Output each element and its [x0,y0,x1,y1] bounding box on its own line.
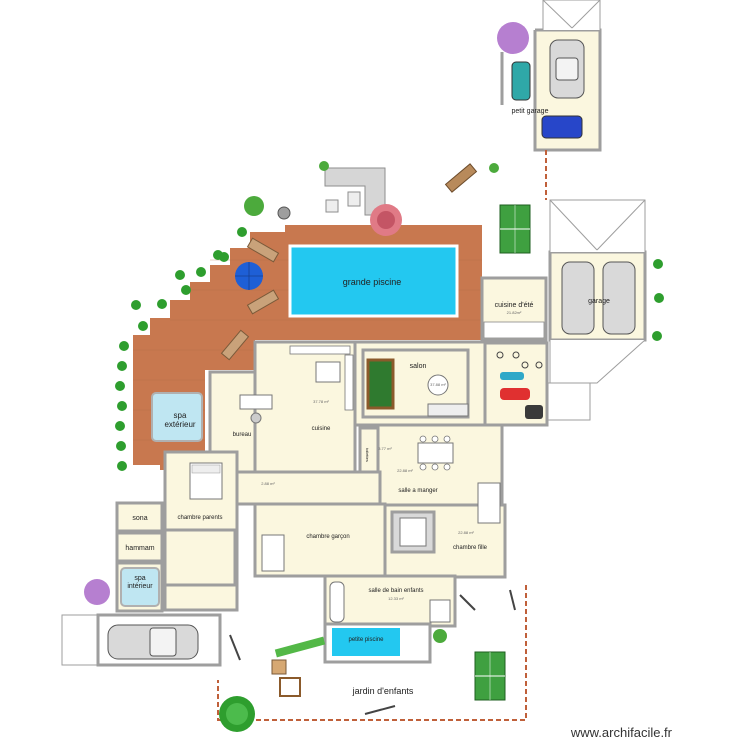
hammam-label: hammam [125,545,154,552]
kitchen-island [315,361,341,383]
garage-bottom-left [61,613,222,667]
toilettes-label: toilettes [365,448,370,462]
desk [239,394,273,410]
toilettes-area: 3.77 m² [378,446,392,451]
flower-bush-icon-2 [497,22,529,54]
billiard-table [366,358,395,410]
spa-interieur-label-1: spa [134,575,145,582]
flower-bush-icon-3 [84,579,110,605]
spa-interieur-label-2: intérieur [127,583,153,590]
cuisine-area: 37.78 m² [313,399,329,404]
garage-label: garage [588,298,610,305]
garage: garage [548,199,647,384]
spa-exterieur [151,392,203,442]
salle-de-bain-area: 12.33 m² [388,596,404,601]
spa-exterieur-label-2: extérieur [164,420,195,429]
cuisine-label: cuisine [312,426,331,432]
petit-garage-label: petit garage [512,108,549,115]
property-fence [217,150,547,721]
chambre-garcon-label: chambre garçon [306,534,349,540]
salle-a-manger-label: salle a manger [398,488,437,494]
cuisine-ete-label: cuisine d'été [495,302,534,309]
sona-label: sona [132,515,147,522]
car-icon-2 [561,261,595,335]
bureau-label: bureau [233,432,252,438]
tractor-icon [541,115,583,139]
bike-storage [483,341,549,427]
sun-loungers [220,237,280,361]
couloir-area: 2.88 m² [261,481,275,486]
petite-piscine-label: petite piscine [348,637,384,643]
single-bed-fille [477,482,501,524]
coffee-table [427,374,449,396]
grande-piscine [288,244,459,318]
car-icon-3 [602,261,636,335]
petite-piscine [330,626,402,658]
plant-icon [244,161,499,216]
dining-table [417,442,454,464]
bbq-counter [324,167,386,216]
grande-piscine-label: grande piscine [343,277,402,287]
chambre-parents-label: chambre parents [177,515,222,521]
watermark: www.archifacile.fr [570,725,672,740]
hedge-shrubs [115,227,247,471]
bathtub [329,581,345,623]
scooter-icon [500,388,530,400]
salon-label: salon [410,363,427,370]
bicycle-icons [496,351,543,369]
chambre-fille-label: chambre fille [453,545,488,551]
quad-bike-icon [511,61,531,101]
jardin-enfants-label: jardin d'enfants [352,686,414,696]
grill-icon [277,206,291,220]
petit-garage: petit garage [497,0,602,152]
slide-icon [274,636,326,658]
salle-de-bain-label: salle de bain enfants [368,588,423,594]
garden-plants-right [652,259,664,341]
swing-icon [279,677,301,697]
salon-area: 37.88 m² [430,382,446,387]
salle-a-manger-area: 22.88 m² [397,468,413,473]
bench-icon [444,163,478,193]
cuisine-ete-area: 21.82m² [507,310,522,315]
chambre-fille-area: 22.88 m² [458,530,474,535]
sofa [427,403,469,417]
spa-exterieur-label-1: spa [174,411,187,420]
single-bed-garcon [261,534,285,572]
house-floors [115,340,507,628]
